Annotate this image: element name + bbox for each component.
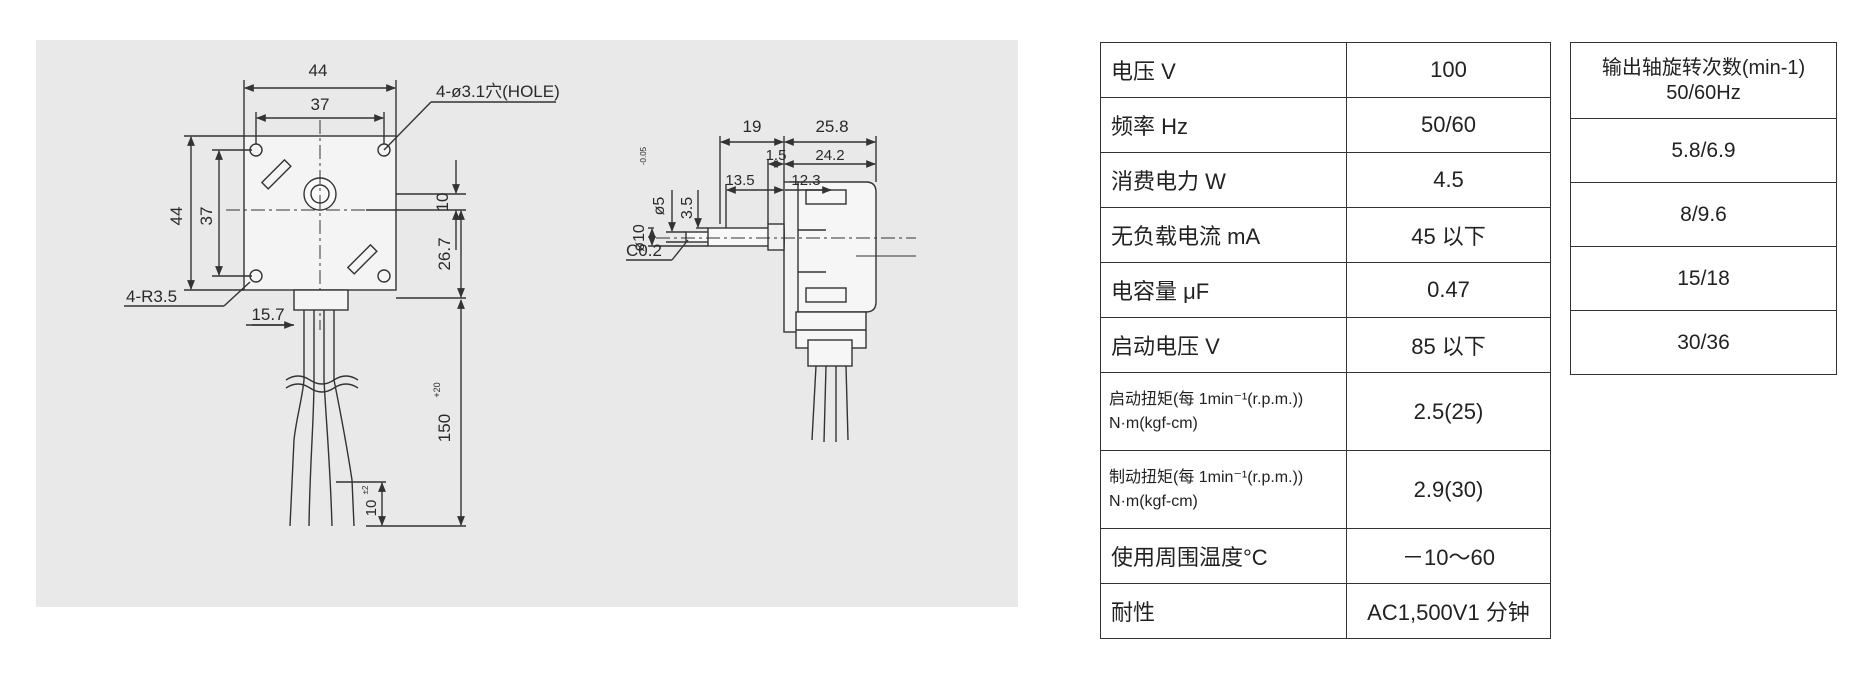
speed-row: 30/36: [1570, 310, 1837, 375]
spec-row: 消费电力 W 4.5: [1100, 152, 1551, 208]
spec-label: 使用周围温度°C: [1100, 528, 1347, 584]
spec-row: 使用周围温度°C －10～60: [1100, 528, 1551, 584]
spec-row: 频率 Hz 50/60: [1100, 97, 1551, 153]
dim-height-outer: 44: [167, 207, 186, 226]
side-view: [626, 136, 916, 443]
spec-label: 启动扭矩(每 1min⁻¹(r.p.m.)): [1109, 390, 1304, 408]
dim-3-5: 3.5: [679, 197, 696, 219]
speed-row: 15/18: [1570, 246, 1837, 311]
speed-table: 输出轴旋转次数(min-1) 50/60Hz 5.8/6.9 8/9.6 15/…: [1570, 42, 1837, 375]
spec-label-unit: N·m(kgf-cm): [1109, 492, 1198, 510]
radius-note: 4-R3.5: [126, 287, 177, 306]
spec-label: 耐性: [1100, 583, 1347, 639]
front-view: [124, 80, 556, 527]
spec-row: 启动扭矩(每 1min⁻¹(r.p.m.)) N·m(kgf-cm) 2.5(2…: [1100, 372, 1551, 451]
dim-width-outer: 44: [309, 61, 328, 80]
spec-value: 0.47: [1346, 262, 1551, 318]
dim-boss-diameter: ø10: [631, 224, 648, 252]
spec-row: 无负载电流 mA 45 以下: [1100, 207, 1551, 263]
spec-row: 耐性 AC1,500V1 分钟: [1100, 583, 1551, 639]
spec-row: 制动扭矩(每 1min⁻¹(r.p.m.)) N·m(kgf-cm) 2.9(3…: [1100, 450, 1551, 529]
spec-row: 启动电压 V 85 以下: [1100, 317, 1551, 373]
spec-value: AC1,500V1 分钟: [1346, 583, 1551, 639]
dim-19: 19: [743, 117, 762, 136]
dim-lead-tolerance: +20: [432, 382, 442, 397]
speed-header-frequency: 50/60Hz: [1666, 81, 1741, 104]
dim-strip: 10: [363, 500, 380, 517]
speed-value: 5.8/6.9: [1570, 118, 1837, 183]
dim-width-inner: 37: [311, 95, 330, 114]
spec-value: 2.5(25): [1346, 372, 1551, 451]
speed-value: 8/9.6: [1570, 182, 1837, 247]
spec-value: 50/60: [1346, 97, 1551, 153]
dim-15-7: 15.7: [251, 305, 284, 324]
speed-value: 30/36: [1570, 310, 1837, 375]
speed-header-row: 输出轴旋转次数(min-1) 50/60Hz: [1570, 42, 1837, 119]
dim-shaft-tolerance: -0.05: [639, 146, 648, 165]
dim-strip-tolerance: ±2: [361, 485, 370, 494]
dim-lead-length: 150: [435, 414, 454, 442]
spec-row: 电压 V 100: [1100, 42, 1551, 98]
dim-1-5: 1.5: [766, 147, 787, 164]
dim-12-3: 12.3: [791, 172, 820, 189]
spec-value: 100: [1346, 42, 1551, 98]
spec-label: 消费电力 W: [1100, 152, 1347, 208]
spec-value: 4.5: [1346, 152, 1551, 208]
spec-value: 85 以下: [1346, 317, 1551, 373]
dim-10: 10: [433, 193, 452, 212]
spec-value: 45 以下: [1346, 207, 1551, 263]
spec-label: 电容量 μF: [1100, 262, 1347, 318]
spec-row: 电容量 μF 0.47: [1100, 262, 1551, 318]
speed-header-title: 输出轴旋转次数(min-1): [1601, 56, 1806, 79]
spec-label: 电压 V: [1100, 42, 1347, 98]
technical-drawing: 44 37 4-ø3.1穴(HOLE) 44 37 4-R3.5 10 26.7…: [124, 61, 916, 527]
dim-13-5: 13.5: [725, 172, 754, 189]
hole-note: 4-ø3.1穴(HOLE): [436, 82, 560, 101]
dim-24-2: 24.2: [815, 147, 844, 164]
spec-table: 电压 V 100 频率 Hz 50/60 消费电力 W 4.5 无负载电流 mA…: [1100, 42, 1551, 639]
spec-label-group: 制动扭矩(每 1min⁻¹(r.p.m.)) N·m(kgf-cm): [1100, 450, 1347, 529]
spec-label: 制动扭矩(每 1min⁻¹(r.p.m.)): [1109, 468, 1304, 486]
dim-height-inner: 37: [197, 207, 216, 226]
dim-shaft-diameter: ø5: [651, 197, 668, 216]
spec-value: 2.9(30): [1346, 450, 1551, 529]
spec-label: 无负载电流 mA: [1100, 207, 1347, 263]
speed-value: 15/18: [1570, 246, 1837, 311]
speed-row: 8/9.6: [1570, 182, 1837, 247]
speed-header: 输出轴旋转次数(min-1) 50/60Hz: [1570, 42, 1837, 119]
drawing-panel: 44 37 4-ø3.1穴(HOLE) 44 37 4-R3.5 10 26.7…: [36, 40, 1018, 607]
speed-row: 5.8/6.9: [1570, 118, 1837, 183]
spec-label: 启动电压 V: [1100, 317, 1347, 373]
dim-26-7: 26.7: [435, 237, 454, 270]
dim-25-8: 25.8: [815, 117, 848, 136]
spec-label-unit: N·m(kgf-cm): [1109, 414, 1198, 432]
spec-label-group: 启动扭矩(每 1min⁻¹(r.p.m.)) N·m(kgf-cm): [1100, 372, 1347, 451]
spec-label: 频率 Hz: [1100, 97, 1347, 153]
spec-value: －10～60: [1346, 528, 1551, 584]
chamfer-note: C0.2: [626, 241, 662, 260]
